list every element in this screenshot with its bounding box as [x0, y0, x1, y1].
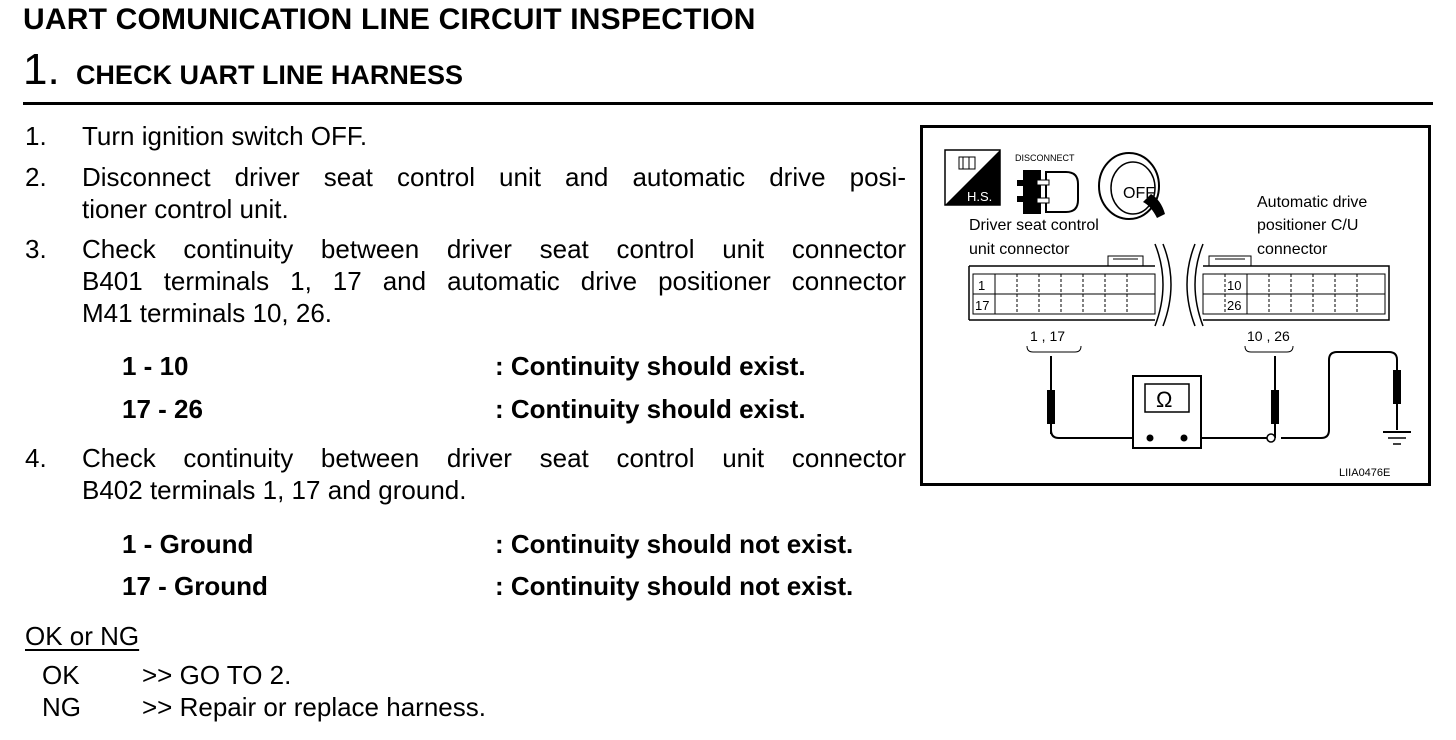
ohmmeter: Ω: [1132, 375, 1202, 449]
left-connector-label-line-2: unit connector: [969, 241, 1070, 258]
step-4-text: Check continuity between driver seat con…: [82, 442, 906, 506]
step-2-text: Disconnect driver seat control unit and …: [82, 161, 906, 225]
cut-marks: [1154, 243, 1204, 327]
ohm-symbol: Ω: [1156, 387, 1172, 412]
result-ok-key: OK: [42, 660, 80, 690]
right-terminal-10: 10: [1227, 278, 1241, 293]
page-title: UART COMUNICATION LINE CIRCUIT INSPECTIO…: [23, 3, 756, 36]
result-ok-action: >> GO TO 2.: [142, 660, 292, 690]
circuit-diagram: H.S. DISCONNECT OFF Driver seat control …: [944, 149, 1411, 479]
step-4-line-2: B402 terminals 1, 17 and ground.: [82, 475, 467, 505]
check-result: : Continuity should exist.: [495, 394, 806, 424]
disconnect-label: DISCONNECT: [1015, 153, 1075, 163]
step-1-text: Turn ignition switch OFF.: [82, 120, 906, 152]
step-3-line-2: B401 terminals 1, 17 and automatic drive…: [82, 266, 906, 296]
disconnect-icon: DISCONNECT: [1015, 153, 1079, 214]
right-connector: 10 26: [1202, 255, 1390, 321]
step-title: CHECK UART LINE HARNESS: [75, 60, 463, 90]
step-4-line-1: Check continuity between driver seat con…: [82, 443, 906, 473]
right-terminal-26: 26: [1227, 298, 1241, 313]
right-connector-label-line-1: Automatic drive: [1257, 194, 1367, 211]
step-3-line-3: M41 terminals 10, 26.: [82, 298, 333, 328]
off-label: OFF: [1123, 185, 1155, 202]
step-1-line-1: Turn ignition switch OFF.: [82, 121, 368, 151]
left-terminal-17: 17: [975, 298, 989, 313]
step-2-line-1: Disconnect driver seat control unit and …: [82, 162, 906, 192]
right-probe-label: 10 , 26: [1247, 328, 1290, 344]
check-terminals: 17 - Ground: [122, 571, 268, 601]
check-terminals: 1 - Ground: [122, 529, 254, 559]
step-2-line-2: tioner control unit.: [82, 194, 289, 224]
check-terminals: 17 - 26: [122, 394, 203, 424]
step-3-number: 3.: [25, 234, 47, 264]
check-result: : Continuity should not exist.: [495, 571, 854, 601]
hs-label: H.S.: [967, 189, 992, 204]
ok-ng-heading: OK or NG: [25, 621, 140, 651]
left-probe-label: 1 , 17: [1030, 328, 1065, 344]
harness-side-icon: H.S.: [944, 149, 1001, 206]
check-result: : Continuity should not exist.: [495, 529, 854, 559]
step-number: 1.: [23, 45, 60, 94]
left-terminal-1: 1: [978, 278, 985, 293]
step-2-number: 2.: [25, 162, 47, 192]
left-connector-label-line-1: Driver seat control: [969, 217, 1099, 234]
step-3-line-1: Check continuity between driver seat con…: [82, 234, 906, 264]
step-3-text: Check continuity between driver seat con…: [82, 233, 906, 329]
check-result: : Continuity should exist.: [495, 351, 806, 381]
junction-node: [1266, 433, 1276, 443]
ground-symbol: [1383, 431, 1411, 445]
step-heading: 1. CHECK UART LINE HARNESS: [23, 44, 463, 101]
right-connector-label-line-3: connector: [1257, 241, 1328, 258]
left-probe: [1047, 356, 1055, 434]
figure-code: LIIA0476E: [1339, 467, 1390, 479]
ignition-off-icon: OFF: [1098, 152, 1165, 220]
step-4-number: 4.: [25, 443, 47, 473]
ground-probe: [1393, 370, 1401, 430]
result-ng-key: NG: [42, 692, 81, 722]
circuit-figure: H.S. DISCONNECT OFF Driver seat control …: [920, 125, 1431, 486]
result-ng-action: >> Repair or replace harness.: [142, 692, 486, 722]
step-1-number: 1.: [25, 121, 47, 151]
check-terminals: 1 - 10: [122, 351, 189, 381]
left-connector: 1 17: [968, 255, 1156, 321]
heading-rule: [23, 102, 1433, 105]
right-probe: [1271, 356, 1279, 434]
right-connector-label-line-2: positioner C/U: [1257, 217, 1358, 234]
